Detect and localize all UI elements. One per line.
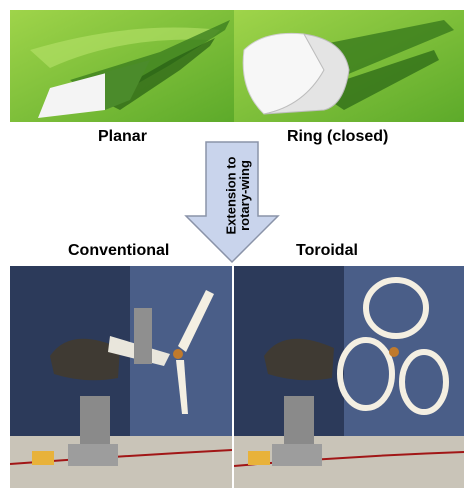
planar-wing-simulation <box>10 10 234 122</box>
down-arrow-icon <box>184 140 280 264</box>
toroidal-rotor-photo <box>234 266 464 488</box>
toroidal-label: Toroidal <box>296 242 358 259</box>
ring-closed-label: Ring (closed) <box>287 128 389 145</box>
arrow-text-line2: rotary-wing <box>236 160 252 231</box>
ring-wing-simulation <box>234 10 464 122</box>
conventional-rotor-photo <box>10 266 232 488</box>
planar-label: Planar <box>98 128 147 145</box>
conventional-label: Conventional <box>68 242 170 259</box>
